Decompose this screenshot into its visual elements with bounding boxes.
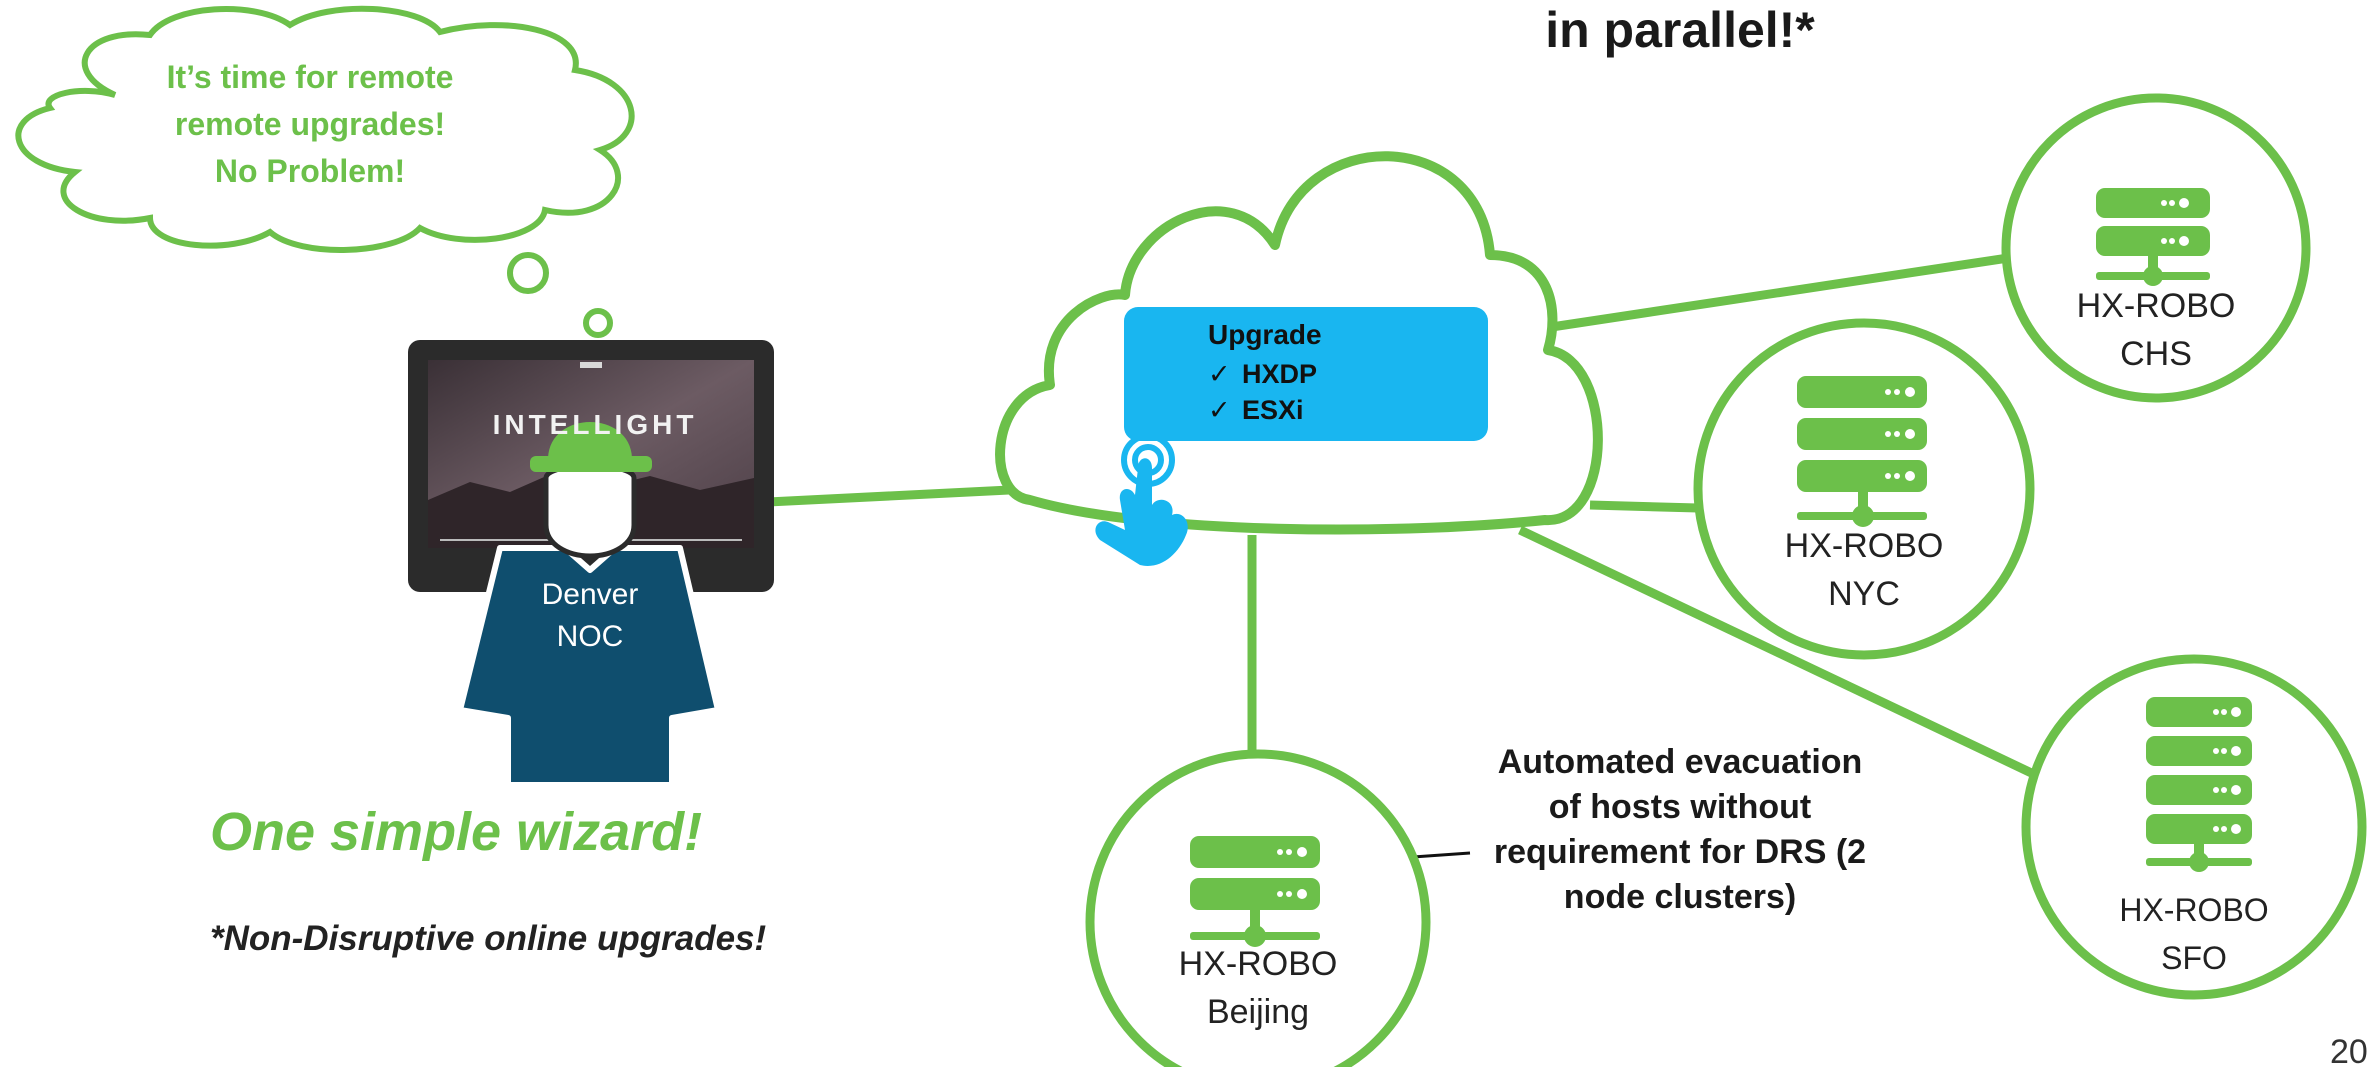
thought-dot-large [507,252,549,294]
site-label-sfo: HX-ROBO SFO [2094,886,2294,982]
page-number: 20 [2330,1033,2368,1071]
server-stack-icon [2096,188,2210,286]
wizard-caption: One simple wizard! [210,802,703,862]
check-icon: ✓ [1208,395,1231,425]
server-stack-icon [2146,697,2252,872]
upgrade-item-label: ESXi [1242,395,1304,425]
site-location: NYC [1828,575,1900,613]
site-name: HX-ROBO [2076,287,2236,325]
upgrade-item-hxdp: ✓ HXDP [1208,359,1317,390]
site-name: HX-ROBO [1178,945,1338,983]
thought-line-3: No Problem! [214,153,406,189]
server-stack-icon [1797,376,1927,527]
upgrade-item-label: HXDP [1242,359,1318,389]
site-location: CHS [2120,335,2192,373]
hard-hat-icon [530,422,652,472]
monitor-screen-text: INTELLIGHT [492,409,698,440]
thought-bubble-text: It’s time for remote remote upgrades! No… [80,54,540,195]
person-icon [457,422,721,788]
upgrade-box: Upgrade ✓ HXDP ✓ ESXi [1124,307,1488,441]
server-stack-icon [1190,836,1320,947]
upgrade-item-esxi: ✓ ESXi [1208,395,1304,426]
person-label: Denver NOC [480,574,700,658]
site-location: SFO [2161,940,2227,976]
footnote: *Non-Disruptive online upgrades! [210,919,767,958]
thought-line-2: remote upgrades! [174,106,446,142]
site-name: HX-ROBO [1784,527,1944,565]
link-cloud-chs [1544,253,2009,333]
evac-line-1: Automated evacuation [1497,743,1863,781]
evacuation-note: Automated evacuation of hosts without re… [1450,740,1910,920]
thought-dot-medium [583,308,613,338]
person-label-line-2: NOC [556,620,624,653]
site-name: HX-ROBO [2119,892,2269,928]
person-label-line-1: Denver [541,578,639,611]
link-cloud-sfo [1518,525,2044,783]
link-cloud-nyc [1589,500,1699,513]
upgrade-title: Upgrade [1208,319,1322,350]
headline: in parallel!* [1545,2,1815,58]
evac-line-4: node clusters) [1563,878,1797,916]
evac-line-3: requirement for DRS (2 [1493,833,1867,871]
touch-hand-icon [1095,433,1188,566]
site-label-nyc: HX-ROBO NYC [1764,522,1964,618]
site-label-chs: HX-ROBO CHS [2056,282,2256,378]
site-label-beijing: HX-ROBO Beijing [1158,940,1358,1036]
evac-line-2: of hosts without [1548,788,1812,826]
site-location: Beijing [1206,993,1310,1031]
thought-line-1: It’s time for remote [166,59,454,95]
server-stacks [1190,188,2252,947]
check-icon: ✓ [1208,359,1231,389]
